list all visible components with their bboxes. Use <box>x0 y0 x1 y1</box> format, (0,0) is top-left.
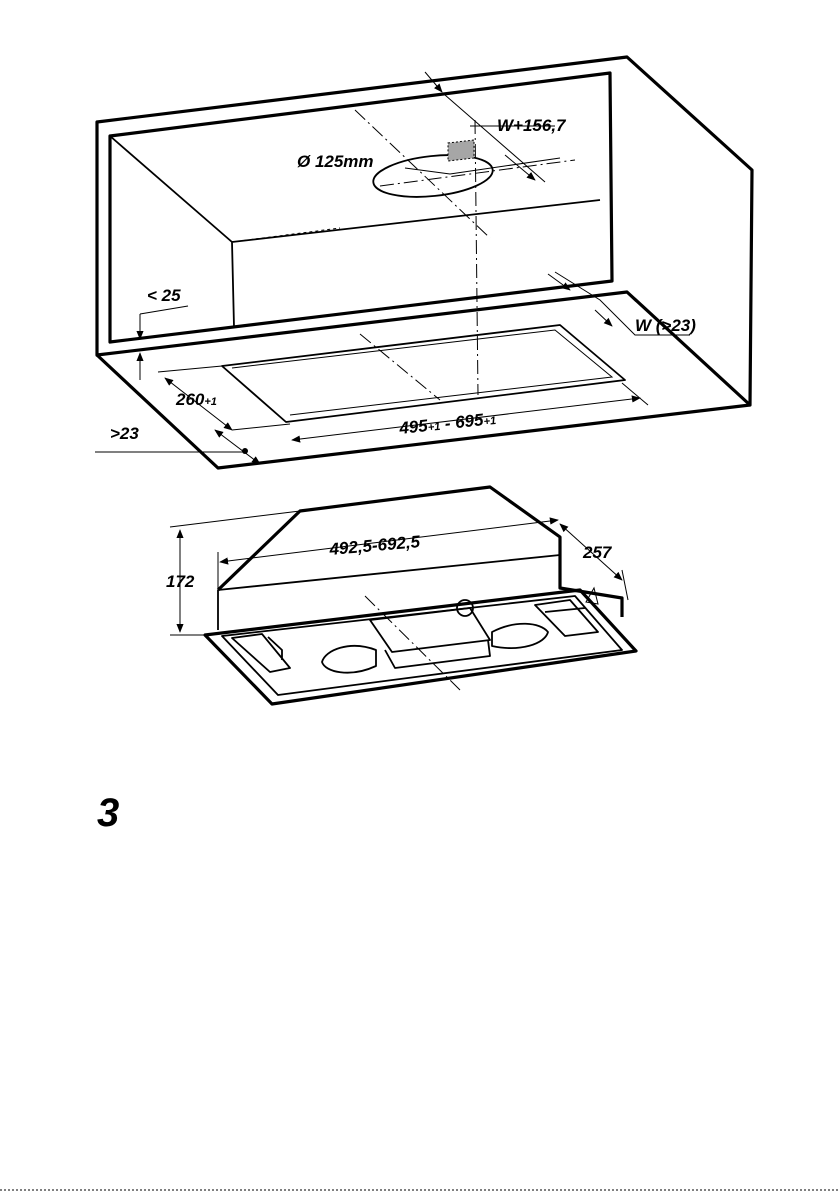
label-w-offset: W+156,7 <box>497 116 567 135</box>
motor-housing <box>370 608 490 668</box>
hood-unit-drawing <box>170 487 636 704</box>
dim-495-ext-right <box>622 383 648 405</box>
label-duct-diameter: Ø 125mm <box>297 152 374 171</box>
cabinet-outer-edge <box>97 57 752 405</box>
duct-pipe <box>448 140 474 161</box>
bottom-cutout-inner <box>232 330 612 415</box>
dim-height-ext-top <box>170 511 300 527</box>
label-width-695: 695 <box>454 410 485 432</box>
label-depth-260-tolerance: +1 <box>204 396 217 408</box>
dim-23-line <box>215 430 260 464</box>
label-less-than-25: < 25 <box>147 286 181 305</box>
dim-23-point <box>242 448 248 454</box>
cabinet-bottom-panel <box>97 355 750 468</box>
axis-horizontal <box>380 160 575 186</box>
hood-body-front <box>218 555 560 630</box>
label-depth-260-value: 260 <box>175 390 205 409</box>
label-greater-23: >23 <box>110 424 139 443</box>
label-width-695-tolerance: +1 <box>483 415 497 428</box>
right-lamp <box>492 624 548 648</box>
dim-w156-ext <box>445 95 545 182</box>
dim-w156-arrow-bottom <box>505 155 535 180</box>
right-filter-clip <box>535 600 598 636</box>
dim-260-ext <box>158 366 222 372</box>
label-width-range: 495+1 - 695+1 <box>397 409 496 438</box>
step-number: 3 <box>97 791 119 835</box>
label-width-495: 495 <box>397 416 429 438</box>
dim-495-ext <box>232 424 290 430</box>
axis-vertical <box>475 120 478 395</box>
dim-25-leader <box>140 306 188 314</box>
left-lamp <box>322 646 376 673</box>
label-width-495-tolerance: +1 <box>427 421 441 434</box>
label-unit-depth: 257 <box>582 543 613 562</box>
label-w-clearance: W (>23) <box>635 316 696 335</box>
label-depth-260: 260+1 <box>175 390 217 409</box>
dim-w23-arrow <box>595 310 612 326</box>
label-unit-width: 492,5-692,5 <box>328 532 422 559</box>
label-unit-height: 172 <box>166 572 195 591</box>
dim-depth-ext <box>622 570 628 600</box>
left-filter-clip <box>232 634 290 672</box>
